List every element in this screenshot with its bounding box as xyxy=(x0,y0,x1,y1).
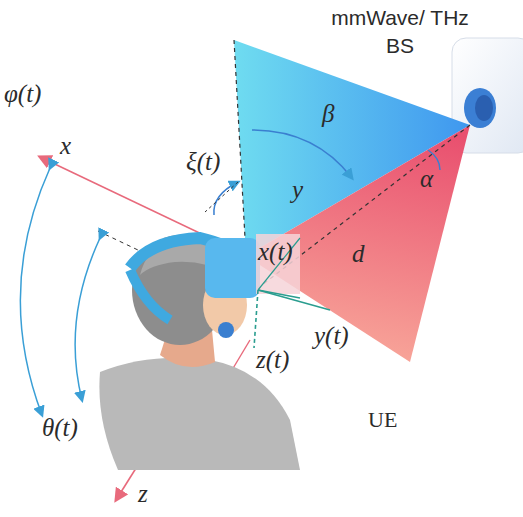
axis-label: d xyxy=(352,240,365,268)
node-title: mmWave/ THz BS xyxy=(325,4,475,61)
axis-label: y(t) xyxy=(314,322,349,350)
axis-label: θ(t) xyxy=(42,414,78,442)
axis-label: φ(t) xyxy=(4,80,41,108)
axis-label: UE xyxy=(368,408,397,432)
bs-antenna xyxy=(475,95,493,121)
axis-label: z xyxy=(138,480,148,508)
axis-label: y xyxy=(292,176,303,204)
axis-label: x xyxy=(60,132,71,160)
ue-body xyxy=(99,358,300,470)
vr-headset xyxy=(205,238,260,298)
axis-label: β xyxy=(322,100,334,128)
bs-antenna xyxy=(464,88,496,128)
base-station-node: mmWave/ THz BS xyxy=(325,4,475,74)
axis-label: ξ(t) xyxy=(186,148,220,176)
axis-label: α xyxy=(420,165,433,193)
elevation-sector xyxy=(246,125,470,362)
axis-label: x(t) xyxy=(258,238,293,266)
axis-label: z(t) xyxy=(256,346,289,374)
